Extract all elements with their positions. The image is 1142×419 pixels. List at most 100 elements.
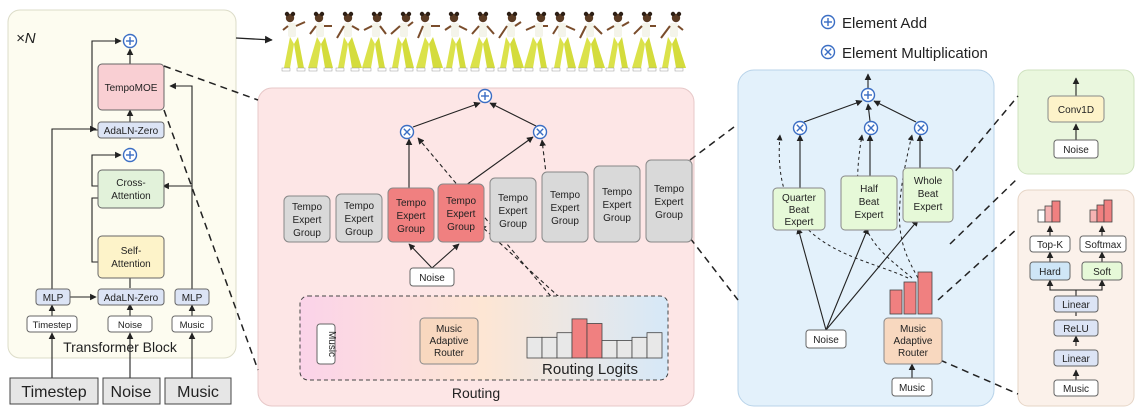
add-icon-middle — [122, 147, 138, 163]
expert-router-bar-1 — [889, 289, 903, 315]
tempo-expert-group-2-label-1: Tempo — [344, 201, 374, 212]
mlp-right-label: MLP — [182, 293, 203, 304]
expert-music-label: Music — [899, 383, 925, 394]
tempo-expert-group-8 — [645, 159, 693, 243]
adaln-zero-top-label: AdaLN-Zero — [104, 126, 159, 137]
routing-music-input — [316, 323, 336, 365]
quarter-beat-expert — [772, 187, 826, 231]
timestep-inner-label: Timestep — [33, 320, 72, 331]
half-line1: Half — [860, 184, 878, 195]
tempo-expert-group-3-label-3: Group — [397, 224, 425, 235]
dancer-figure-9 — [497, 11, 524, 72]
relu-label: ReLU — [1063, 324, 1089, 335]
routing-music-adaptive-router — [419, 317, 479, 365]
linear-top-block — [1053, 295, 1099, 313]
add-icon-top — [122, 33, 138, 49]
tempo-expert-group-3-label-1: Tempo — [396, 198, 426, 209]
whole-line1: Whole — [914, 176, 943, 187]
soft-label: Soft — [1093, 267, 1111, 278]
expert-music-input — [891, 377, 933, 397]
repeat-n-label: ×N — [16, 30, 36, 47]
tempo-expert-group-5-label-2: Expert — [499, 206, 528, 217]
dancer-figure-8 — [470, 11, 495, 72]
softmax-label: Softmax — [1085, 240, 1122, 251]
tempo-expert-group-4-label-3: Group — [447, 222, 475, 233]
tempo-expert-group-5 — [489, 177, 537, 243]
quarter-line3: Expert — [785, 217, 814, 228]
dancer-figure-10 — [524, 11, 549, 72]
routing-logit-bar-6 — [601, 340, 618, 359]
timestep-outer-label: Timestep — [21, 384, 86, 401]
routing-router-line2: Adaptive — [430, 336, 469, 347]
expert-panel — [737, 69, 995, 407]
tempo-expert-group-7-label-3: Group — [603, 213, 631, 224]
routing-logit-bar-5 — [586, 323, 603, 359]
routing-logit-bar-3 — [556, 332, 573, 359]
topk-block — [1029, 235, 1071, 253]
tempo-expert-group-1-label-2: Expert — [293, 215, 322, 226]
routing-router-line3: Router — [434, 348, 465, 359]
adaln-zero-bottom-label: AdaLN-Zero — [104, 293, 159, 304]
expert-router-bar-2 — [903, 281, 917, 315]
cross-attention-line1: Cross- — [116, 178, 145, 189]
hard-label: Hard — [1039, 267, 1061, 278]
tempo-expert-group-7-label-1: Tempo — [602, 187, 632, 198]
routing-logit-bar-1 — [526, 336, 543, 359]
router-music-label: Music — [1063, 384, 1089, 395]
cross-attention-block — [97, 169, 165, 209]
tempo-expert-group-3-label-2: Expert — [397, 211, 426, 222]
expert-router-line3: Router — [898, 348, 929, 359]
adaln-zero-top-block — [97, 121, 165, 139]
routing-logits-label: Routing Logits — [542, 361, 638, 378]
routing-noise-label: Noise — [419, 273, 445, 284]
routing-logits-bars — [526, 318, 663, 359]
tempo-expert-group-2-label-2: Expert — [345, 214, 374, 225]
self-attention-line1: Self- — [121, 246, 142, 257]
dancer-figure-12 — [578, 11, 605, 72]
quarter-line1: Quarter — [782, 193, 817, 204]
cross-attention-line2: Attention — [111, 191, 150, 202]
tempo-expert-groups: TempoExpertGroupTempoExpertGroupTempoExp… — [283, 159, 693, 243]
tempo-expert-group-4 — [437, 183, 485, 243]
hard-block — [1029, 261, 1071, 281]
conv-noise-label: Noise — [1063, 145, 1089, 156]
routing-logit-bar-7 — [616, 340, 633, 359]
half-beat-expert — [840, 175, 898, 231]
expert-router-bar-3 — [917, 271, 933, 315]
element-add-legend-icon — [820, 14, 836, 30]
noise-outer-input — [102, 377, 161, 405]
tempo-expert-group-7-label-2: Expert — [603, 200, 632, 211]
whole-line2: Beat — [918, 189, 939, 200]
routing-logit-bar-4 — [571, 318, 588, 359]
beat-expert-diagram: Quarter Beat Expert Half Beat Expert Who… — [772, 73, 954, 397]
mlp-right-block — [174, 288, 210, 306]
routing-logit-bar-8 — [631, 336, 648, 359]
music-inner-label: Music — [180, 320, 205, 331]
dancer-figure-4 — [362, 11, 387, 72]
tempo-expert-group-1-label-3: Group — [293, 228, 321, 239]
dancer-figure-13 — [605, 11, 630, 72]
legend-mult-label: Element Multiplication — [842, 45, 988, 62]
routing-add-icon — [477, 88, 493, 104]
soft-block — [1081, 261, 1123, 281]
expert-mult-icon-half — [863, 120, 879, 136]
linear-top-label: Linear — [1062, 300, 1090, 311]
music-outer-label: Music — [177, 384, 219, 401]
dancer-figure-7 — [443, 11, 468, 72]
half-line2: Beat — [859, 197, 880, 208]
routing-logit-bar-2 — [541, 336, 558, 359]
mlp-left-label: MLP — [43, 293, 64, 304]
dancer-figure-3 — [335, 11, 362, 72]
transformer-block: ×N Tempo — [16, 30, 213, 378]
tempo-expert-group-4-label-1: Tempo — [446, 196, 476, 207]
expert-noise-label: Noise — [813, 335, 839, 346]
expert-router-line2: Adaptive — [894, 336, 933, 347]
adaln-zero-bottom-block — [97, 288, 165, 306]
self-attention-block — [97, 235, 165, 279]
routing-title: Routing — [452, 385, 500, 401]
tempo-expert-group-5-label-3: Group — [499, 219, 527, 230]
relu-block — [1053, 319, 1099, 337]
routing-logit-bar-9 — [646, 332, 663, 359]
conv-noise-input — [1053, 139, 1099, 159]
output-to-dancers-arrow — [235, 35, 273, 44]
